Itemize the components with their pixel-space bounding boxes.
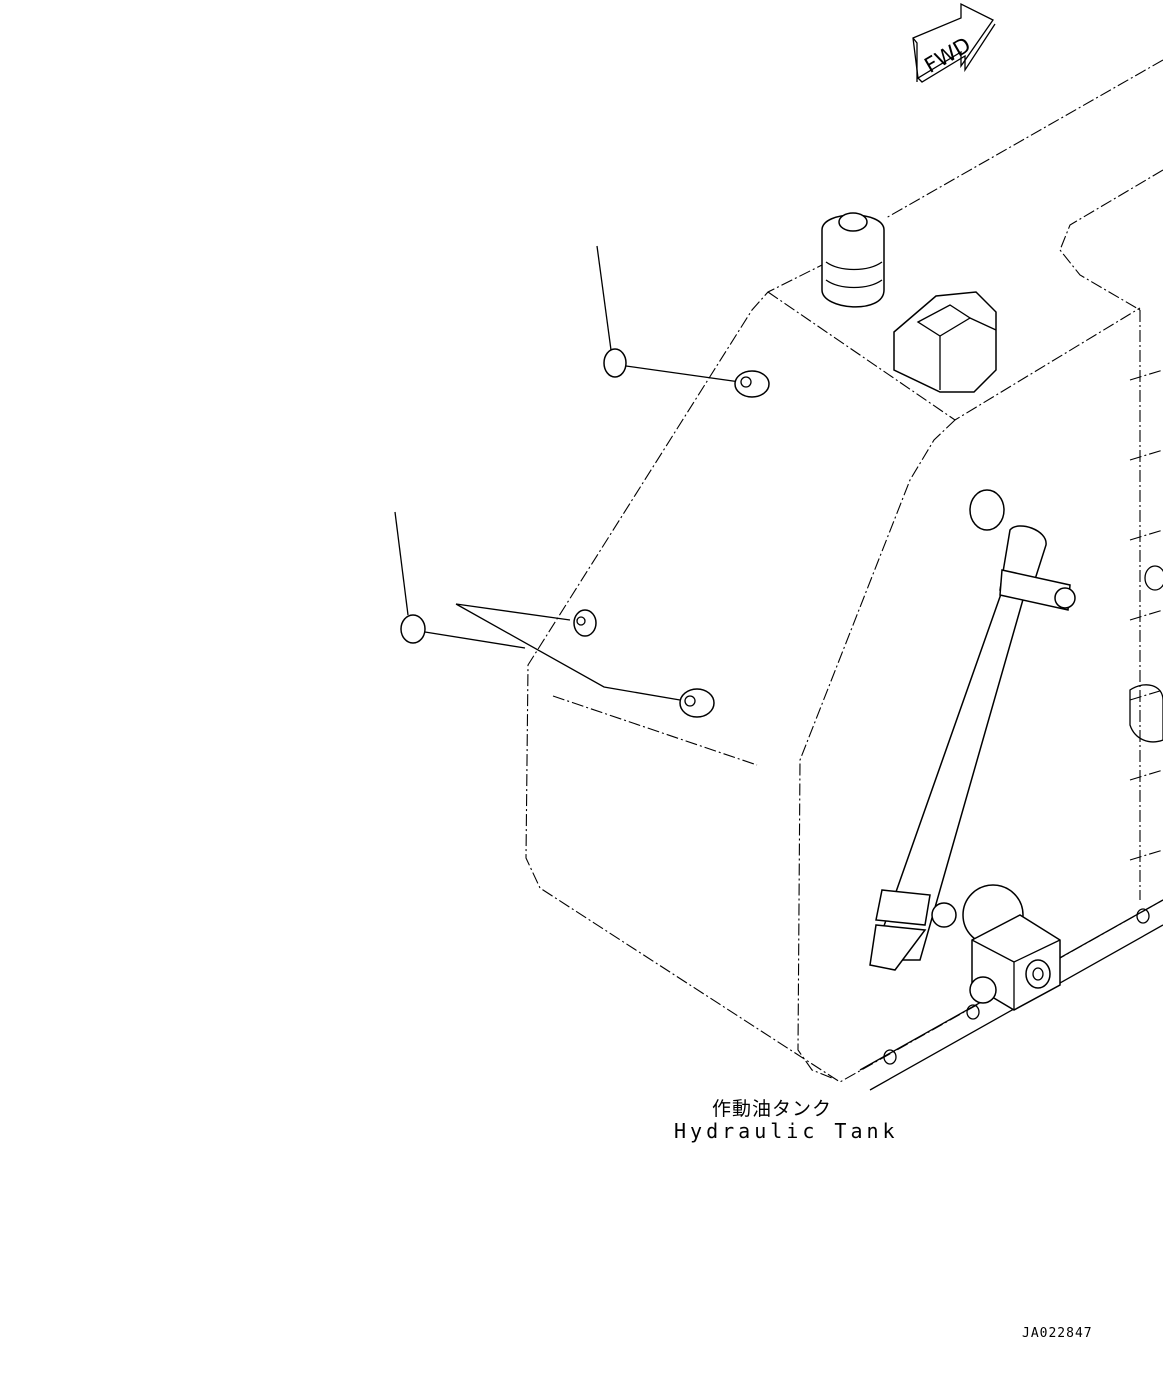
side-fittings [1129,565,1163,743]
valve-block [962,884,1061,1011]
caption-english: Hydraulic Tank [674,1119,899,1143]
caption-japanese: 作動油タンク [712,1098,833,1120]
filler-cap [893,291,997,393]
forward-arrow-icon: FWD [912,2,996,83]
plug-lower [394,511,715,718]
plug-upper [596,245,770,398]
sight-gauge-hose [869,489,1076,971]
drawing-code: JA022847 [1022,1326,1093,1341]
breather [821,212,885,308]
fwd-label: FWD [920,33,974,78]
